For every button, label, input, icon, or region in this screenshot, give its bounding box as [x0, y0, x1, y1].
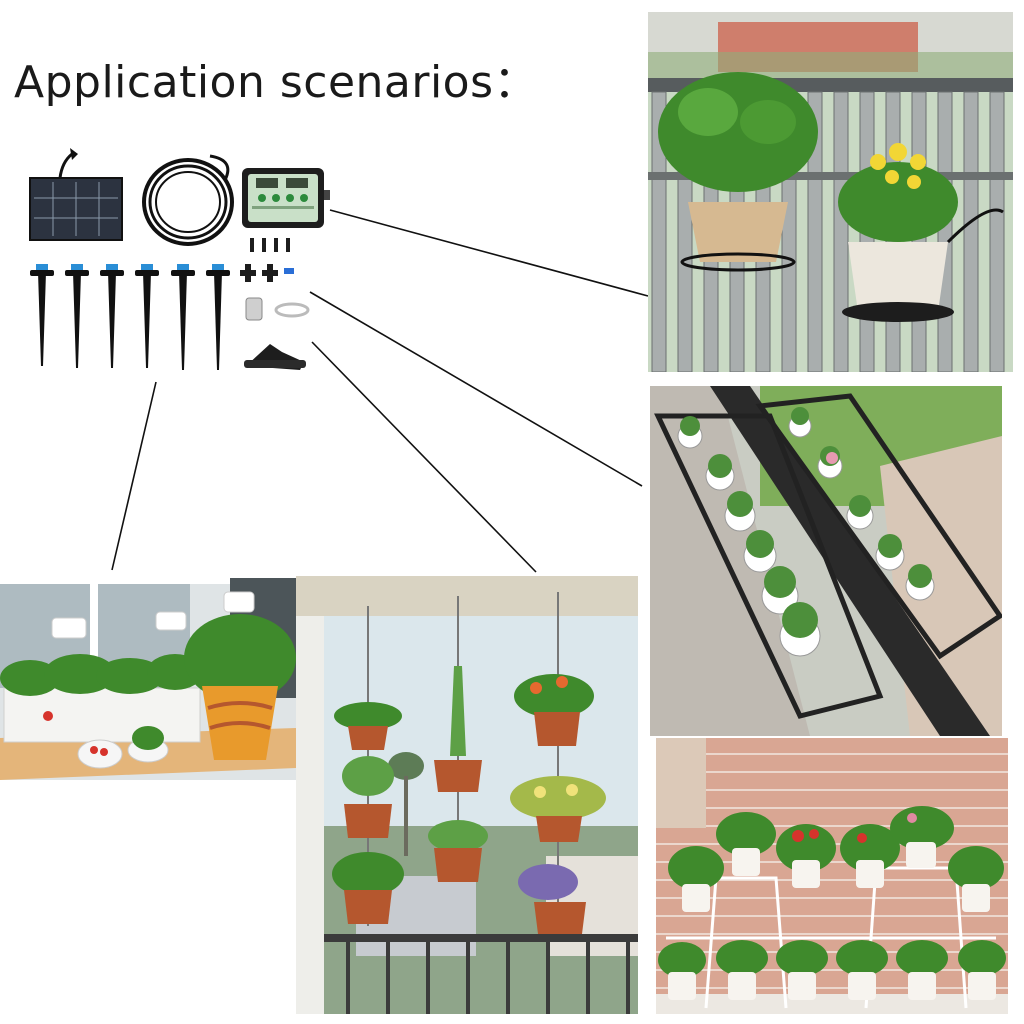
water-hose	[142, 154, 234, 246]
connector-line	[309, 291, 643, 487]
drip-stakes	[30, 264, 230, 370]
hose-cutter	[244, 344, 306, 370]
water-filter	[245, 297, 263, 321]
tee-connectors	[240, 264, 294, 282]
product-kit	[29, 148, 330, 370]
connector-line	[111, 381, 157, 571]
scene-photo-planter-box	[650, 386, 1002, 736]
connector-line	[311, 341, 537, 573]
page-title: Application scenarios：	[14, 57, 539, 108]
scene-photo-windowsill	[0, 578, 296, 780]
scene-photo-balcony-railing	[648, 12, 1013, 372]
small-fittings	[250, 238, 290, 252]
usb-cable	[274, 302, 310, 318]
solar-panel	[29, 148, 123, 241]
connector-line	[329, 209, 649, 297]
scene-photo-hanging-pots	[296, 576, 638, 1014]
controller	[242, 168, 330, 228]
scene-photo-plant-stand	[656, 738, 1008, 1014]
